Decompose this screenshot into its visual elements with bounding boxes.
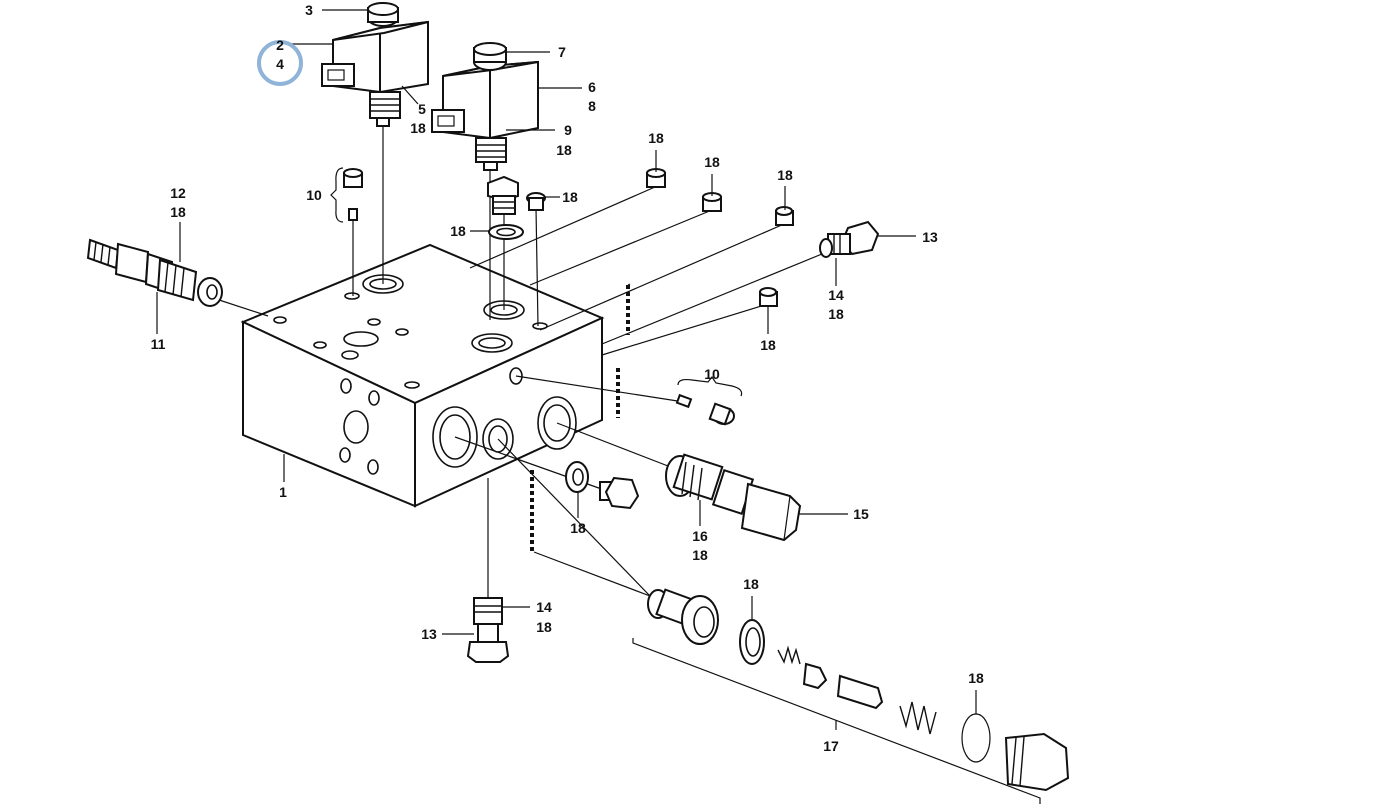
solenoid-coil-upper-left	[321, 2, 429, 284]
cartridge-left	[86, 238, 269, 317]
callout-18: 18	[170, 204, 186, 220]
callout-18: 18	[692, 547, 708, 563]
callout-18: 18	[450, 223, 466, 239]
fitting-bottom	[466, 478, 510, 663]
small-plug-set-upper	[330, 167, 363, 296]
fitting-right-top	[601, 220, 880, 345]
callout-12: 12	[170, 185, 186, 201]
callout-10: 10	[306, 187, 322, 203]
callout-3: 3	[305, 2, 313, 18]
callout-14: 14	[828, 287, 844, 303]
callout-18: 18	[648, 130, 664, 146]
callout-8: 8	[588, 98, 596, 114]
callout-18: 18	[828, 306, 844, 322]
callout-18: 18	[968, 670, 984, 686]
callout-18: 18	[410, 120, 426, 136]
callout-6: 6	[588, 79, 596, 95]
callout-18: 18	[704, 154, 720, 170]
callout-17: 17	[823, 738, 839, 754]
callout-10: 10	[704, 366, 720, 382]
callout-18: 18	[556, 142, 572, 158]
callout-2: 2	[276, 37, 284, 53]
callout-1: 1	[279, 484, 287, 500]
callout-13: 13	[421, 626, 437, 642]
washer-and-plug-mid	[454, 436, 640, 510]
plug-and-washer-stack	[487, 175, 546, 327]
callout-labels: 3 2 4 5 18 7 6 8 9 18 18 18 18 10 18 18 …	[151, 2, 984, 754]
callout-18: 18	[536, 619, 552, 635]
callout-13: 13	[922, 229, 938, 245]
callout-18: 18	[570, 520, 586, 536]
callout-4: 4	[276, 56, 284, 72]
highlight-circle	[257, 40, 303, 86]
small-plug-set-lower	[515, 375, 743, 426]
callout-7: 7	[558, 44, 566, 60]
callout-18: 18	[760, 337, 776, 353]
leader-lines	[156, 9, 977, 714]
solenoid-coil-upper-right	[431, 42, 539, 320]
callout-18: 18	[562, 189, 578, 205]
valve-block	[240, 243, 605, 508]
callout-15: 15	[853, 506, 869, 522]
callout-18: 18	[777, 167, 793, 183]
valve-assembly-17	[497, 438, 1070, 804]
callout-5: 5	[418, 101, 426, 117]
callout-9: 9	[564, 122, 572, 138]
callout-16: 16	[692, 528, 708, 544]
callout-11: 11	[151, 336, 166, 352]
callout-18: 18	[743, 576, 759, 592]
relief-valve-cartridge	[556, 422, 802, 542]
callout-14: 14	[536, 599, 552, 615]
